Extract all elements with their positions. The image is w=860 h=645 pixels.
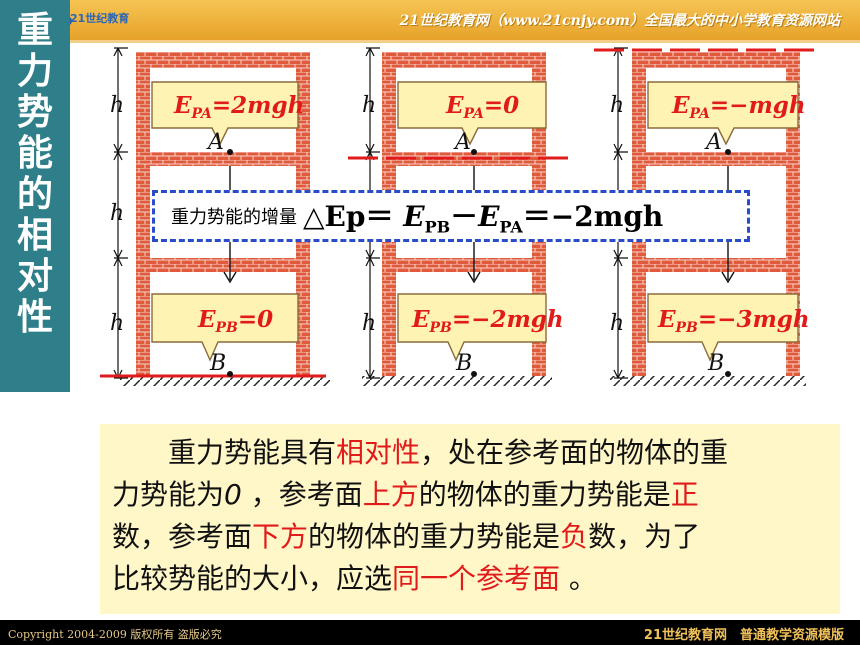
equation-epa-sub: PA [499,217,523,237]
paragraph-line: 比较势能的大小，应选同一个参考面 。 [112,562,597,595]
height-label: h [610,311,624,336]
height-label: h [110,311,124,336]
footer-brand: 21世纪教育网 普通教学资源模版 [643,628,844,643]
site-title[interactable]: 21世纪教育网（www.21cnjy.com）全国最大的中小学教育资源网站 [399,13,840,29]
point-b-label: B [209,351,226,376]
sidebar-title-char: 重 [16,10,53,51]
paragraph-line: 力势能为0 ，参考面上方的物体的重力势能是正 [112,478,699,511]
epa-label: EPA=2mgh [173,92,304,122]
sidebar-title-char: 能 [16,133,53,174]
sidebar-title-char: 对 [16,256,53,297]
sidebar [0,0,70,392]
point-b-label: B [455,351,472,376]
equation-box: 重力势能的增量 △Ep＝ EPB－EPA＝−2mgh [152,190,750,242]
banner-rule [0,40,860,43]
panel-2 [348,47,574,386]
summary-paragraph: 重力势能具有相对性，处在参考面的物体的重 力势能为0 ，参考面上方的物体的重力势… [100,424,840,614]
sidebar-title-char: 相 [16,215,53,256]
sidebar-lower [0,392,70,620]
top-banner [0,0,860,40]
equation-result: ＝−2mgh [522,200,664,234]
sidebar-title-char: 性 [16,297,53,338]
sidebar-title-char: 力 [16,51,53,92]
paragraph-line: 重力势能具有相对性，处在参考面的物体的重 [112,436,729,469]
height-label: h [110,201,124,226]
sidebar-title-char: 势 [16,92,53,133]
equation-label: 重力势能的增量 [171,207,297,228]
epa-label: EPA=−mgh [671,92,806,122]
panel-1 [100,47,330,386]
equation-math: △Ep＝ EPB－EPA＝−2mgh [303,195,663,237]
height-label: h [610,93,624,118]
equation-epa: E [478,200,500,234]
epb-label: EPB=−2mgh [411,306,564,336]
epb-label: EPB=−3mgh [657,306,810,336]
height-label: h [362,311,376,336]
point-a-label: A [453,130,471,155]
brand-text: 21世纪教育 [70,12,130,25]
energy-diagram: h h h h h h h h h A B A B A B EPA=2mgh E… [100,47,820,386]
footer-bar [0,620,860,645]
footer-copyright: Copyright 2004-2009 版权所有 盗版必究 [8,628,222,641]
epb-label: EPB=0 [197,306,273,336]
paragraph-line: 数，参考面下方的物体的重力势能是负数，为了 [112,520,701,553]
height-label: h [110,93,124,118]
epa-label: EPA=0 [445,92,519,122]
equation-epb-sub: PB [424,217,451,237]
point-a-label: A [704,130,722,155]
point-b-label: B [707,351,724,376]
equation-epb: E [403,200,425,234]
panel-3 [594,47,820,386]
height-label: h [362,93,376,118]
sidebar-title-char: 的 [16,174,53,215]
sidebar-title: 重 力 势 能 的 相 对 性 [8,10,62,338]
equation-minus: － [450,200,479,234]
equation-delta: △Ep＝ [303,200,394,234]
point-a-label: A [206,130,224,155]
